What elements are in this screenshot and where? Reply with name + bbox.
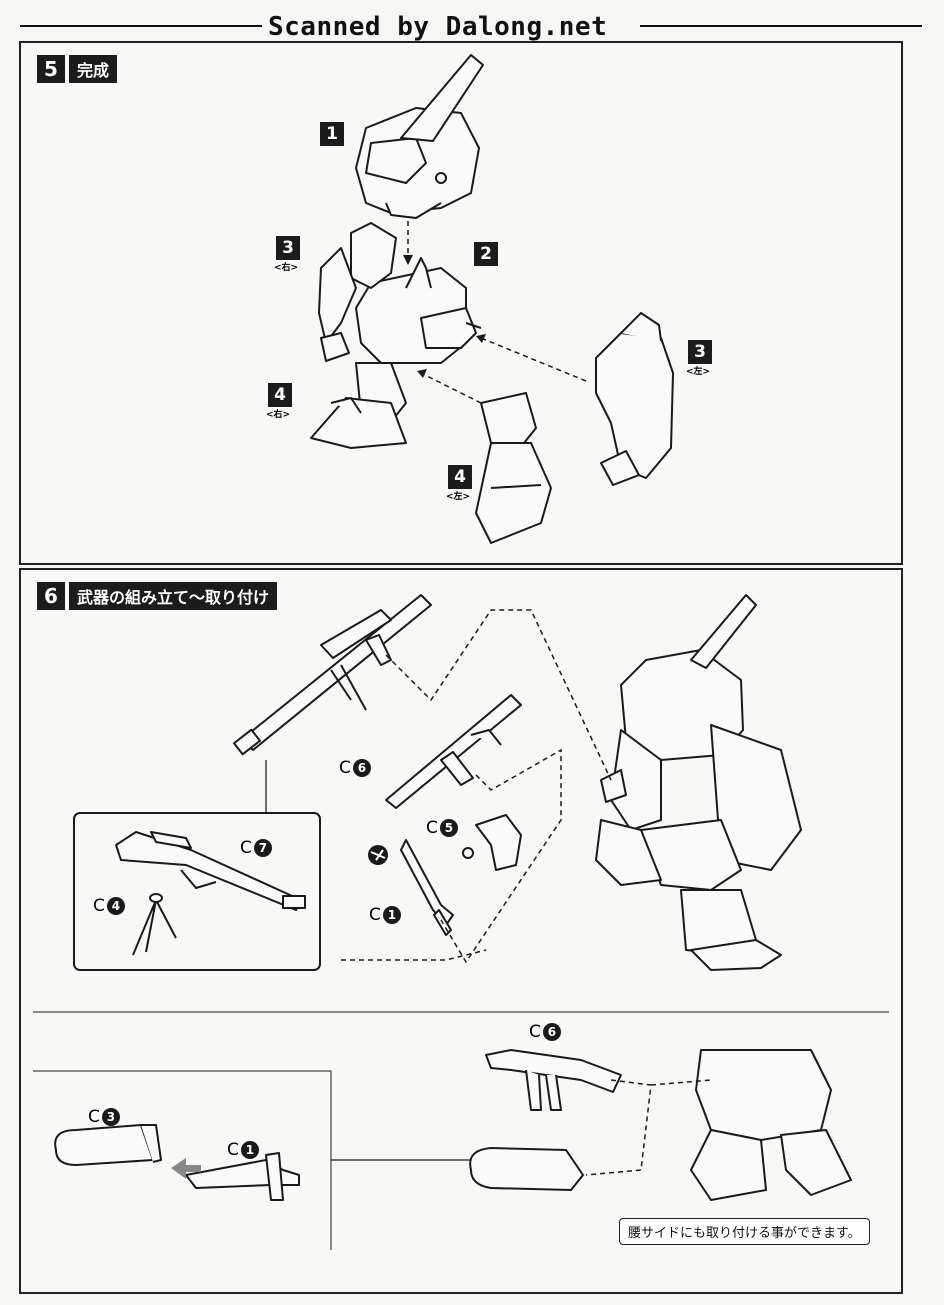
part-label-4-left-side: <左> xyxy=(445,492,471,502)
part-label-3-right: 3 <右> xyxy=(274,236,300,273)
rifle-lower xyxy=(485,1049,622,1111)
part-label-3-left: 3 <左> xyxy=(686,340,712,377)
instruction-icon xyxy=(368,845,388,865)
inset-sniper-rifle xyxy=(115,831,306,911)
part-letter: C xyxy=(426,818,438,838)
part-number-c1-lower: 1 xyxy=(240,1141,259,1159)
assault-rifle xyxy=(385,694,522,809)
part-label-c1-lower: C 1 xyxy=(227,1140,259,1160)
step-6-panel: 6 武器の組み立て〜取り付け xyxy=(19,568,903,1294)
step-5-title: 完成 xyxy=(69,55,118,83)
part-letter: C xyxy=(227,1140,239,1160)
part-number-c4: 4 xyxy=(106,897,125,915)
step-6-title: 武器の組み立て〜取り付け xyxy=(69,582,278,610)
part-label-c6-lower: C 6 xyxy=(529,1022,561,1042)
part-label-c4: C 4 xyxy=(93,896,125,916)
part-label-4-right-number: 4 xyxy=(268,383,292,407)
inset-bipod xyxy=(132,893,177,956)
knife-part xyxy=(400,839,454,936)
part-letter: C xyxy=(88,1107,100,1127)
left-arm-part xyxy=(595,312,674,486)
step-6-header: 6 武器の組み立て〜取り付け xyxy=(37,582,278,610)
inset-frame xyxy=(73,812,321,971)
part-number-c1: 1 xyxy=(382,906,401,924)
part-label-1-number: 1 xyxy=(320,122,344,146)
part-label-2: 2 xyxy=(474,242,498,266)
assembled-robot xyxy=(595,594,802,971)
knife-part-lower xyxy=(185,1152,300,1201)
part-label-3-left-number: 3 xyxy=(688,340,712,364)
part-label-2-number: 2 xyxy=(474,242,498,266)
part-label-4-right: 4 <右> xyxy=(266,383,292,420)
step-5-illustration xyxy=(310,54,674,544)
part-number-c6-lower: 6 xyxy=(542,1023,561,1041)
part-letter: C xyxy=(339,758,351,778)
scabbard-part xyxy=(54,1124,162,1166)
part-label-c1: C 1 xyxy=(369,905,401,925)
robot-lower-view xyxy=(690,1049,852,1201)
part-label-4-left: 4 <左> xyxy=(446,465,472,502)
step-5-panel: 5 完成 xyxy=(19,41,903,565)
part-label-c7: C 7 xyxy=(240,838,272,858)
part-number-c7: 7 xyxy=(253,839,272,857)
torso-part xyxy=(355,257,482,364)
watermark: Scanned by Dalong.net xyxy=(0,8,944,42)
watermark-text: Scanned by Dalong.net xyxy=(262,12,614,42)
step-5-header: 5 完成 xyxy=(37,55,118,83)
step-5-number: 5 xyxy=(37,55,65,83)
part-label-4-right-side: <右> xyxy=(265,410,291,420)
part-label-3-right-number: 3 xyxy=(276,236,300,260)
left-leg-part xyxy=(475,392,552,544)
step-6-illustration xyxy=(33,594,889,1250)
scabbard-lower xyxy=(469,1147,584,1191)
part-letter: C xyxy=(529,1022,541,1042)
right-arm-part xyxy=(318,222,397,362)
part-letter: C xyxy=(369,905,381,925)
magazine-part xyxy=(462,814,522,871)
part-label-c3: C 3 xyxy=(88,1107,120,1127)
part-letter: C xyxy=(93,896,105,916)
part-label-1: 1 xyxy=(320,122,344,146)
right-leg-part xyxy=(310,362,407,449)
part-label-c6: C 6 xyxy=(339,758,371,778)
part-number-c5: 5 xyxy=(439,819,458,837)
part-label-3-right-side: <右> xyxy=(273,263,299,273)
part-label-c5: C 5 xyxy=(426,818,458,838)
part-letter: C xyxy=(240,838,252,858)
step-6-number: 6 xyxy=(37,582,65,610)
waist-mount-note: 腰サイドにも取り付ける事ができます。 xyxy=(619,1218,870,1245)
head-part xyxy=(355,54,484,219)
sniper-rifle xyxy=(233,594,432,756)
part-number-c3: 3 xyxy=(101,1108,120,1126)
part-label-4-left-number: 4 xyxy=(448,465,472,489)
part-number-c6: 6 xyxy=(352,759,371,777)
part-label-3-left-side: <左> xyxy=(685,367,711,377)
